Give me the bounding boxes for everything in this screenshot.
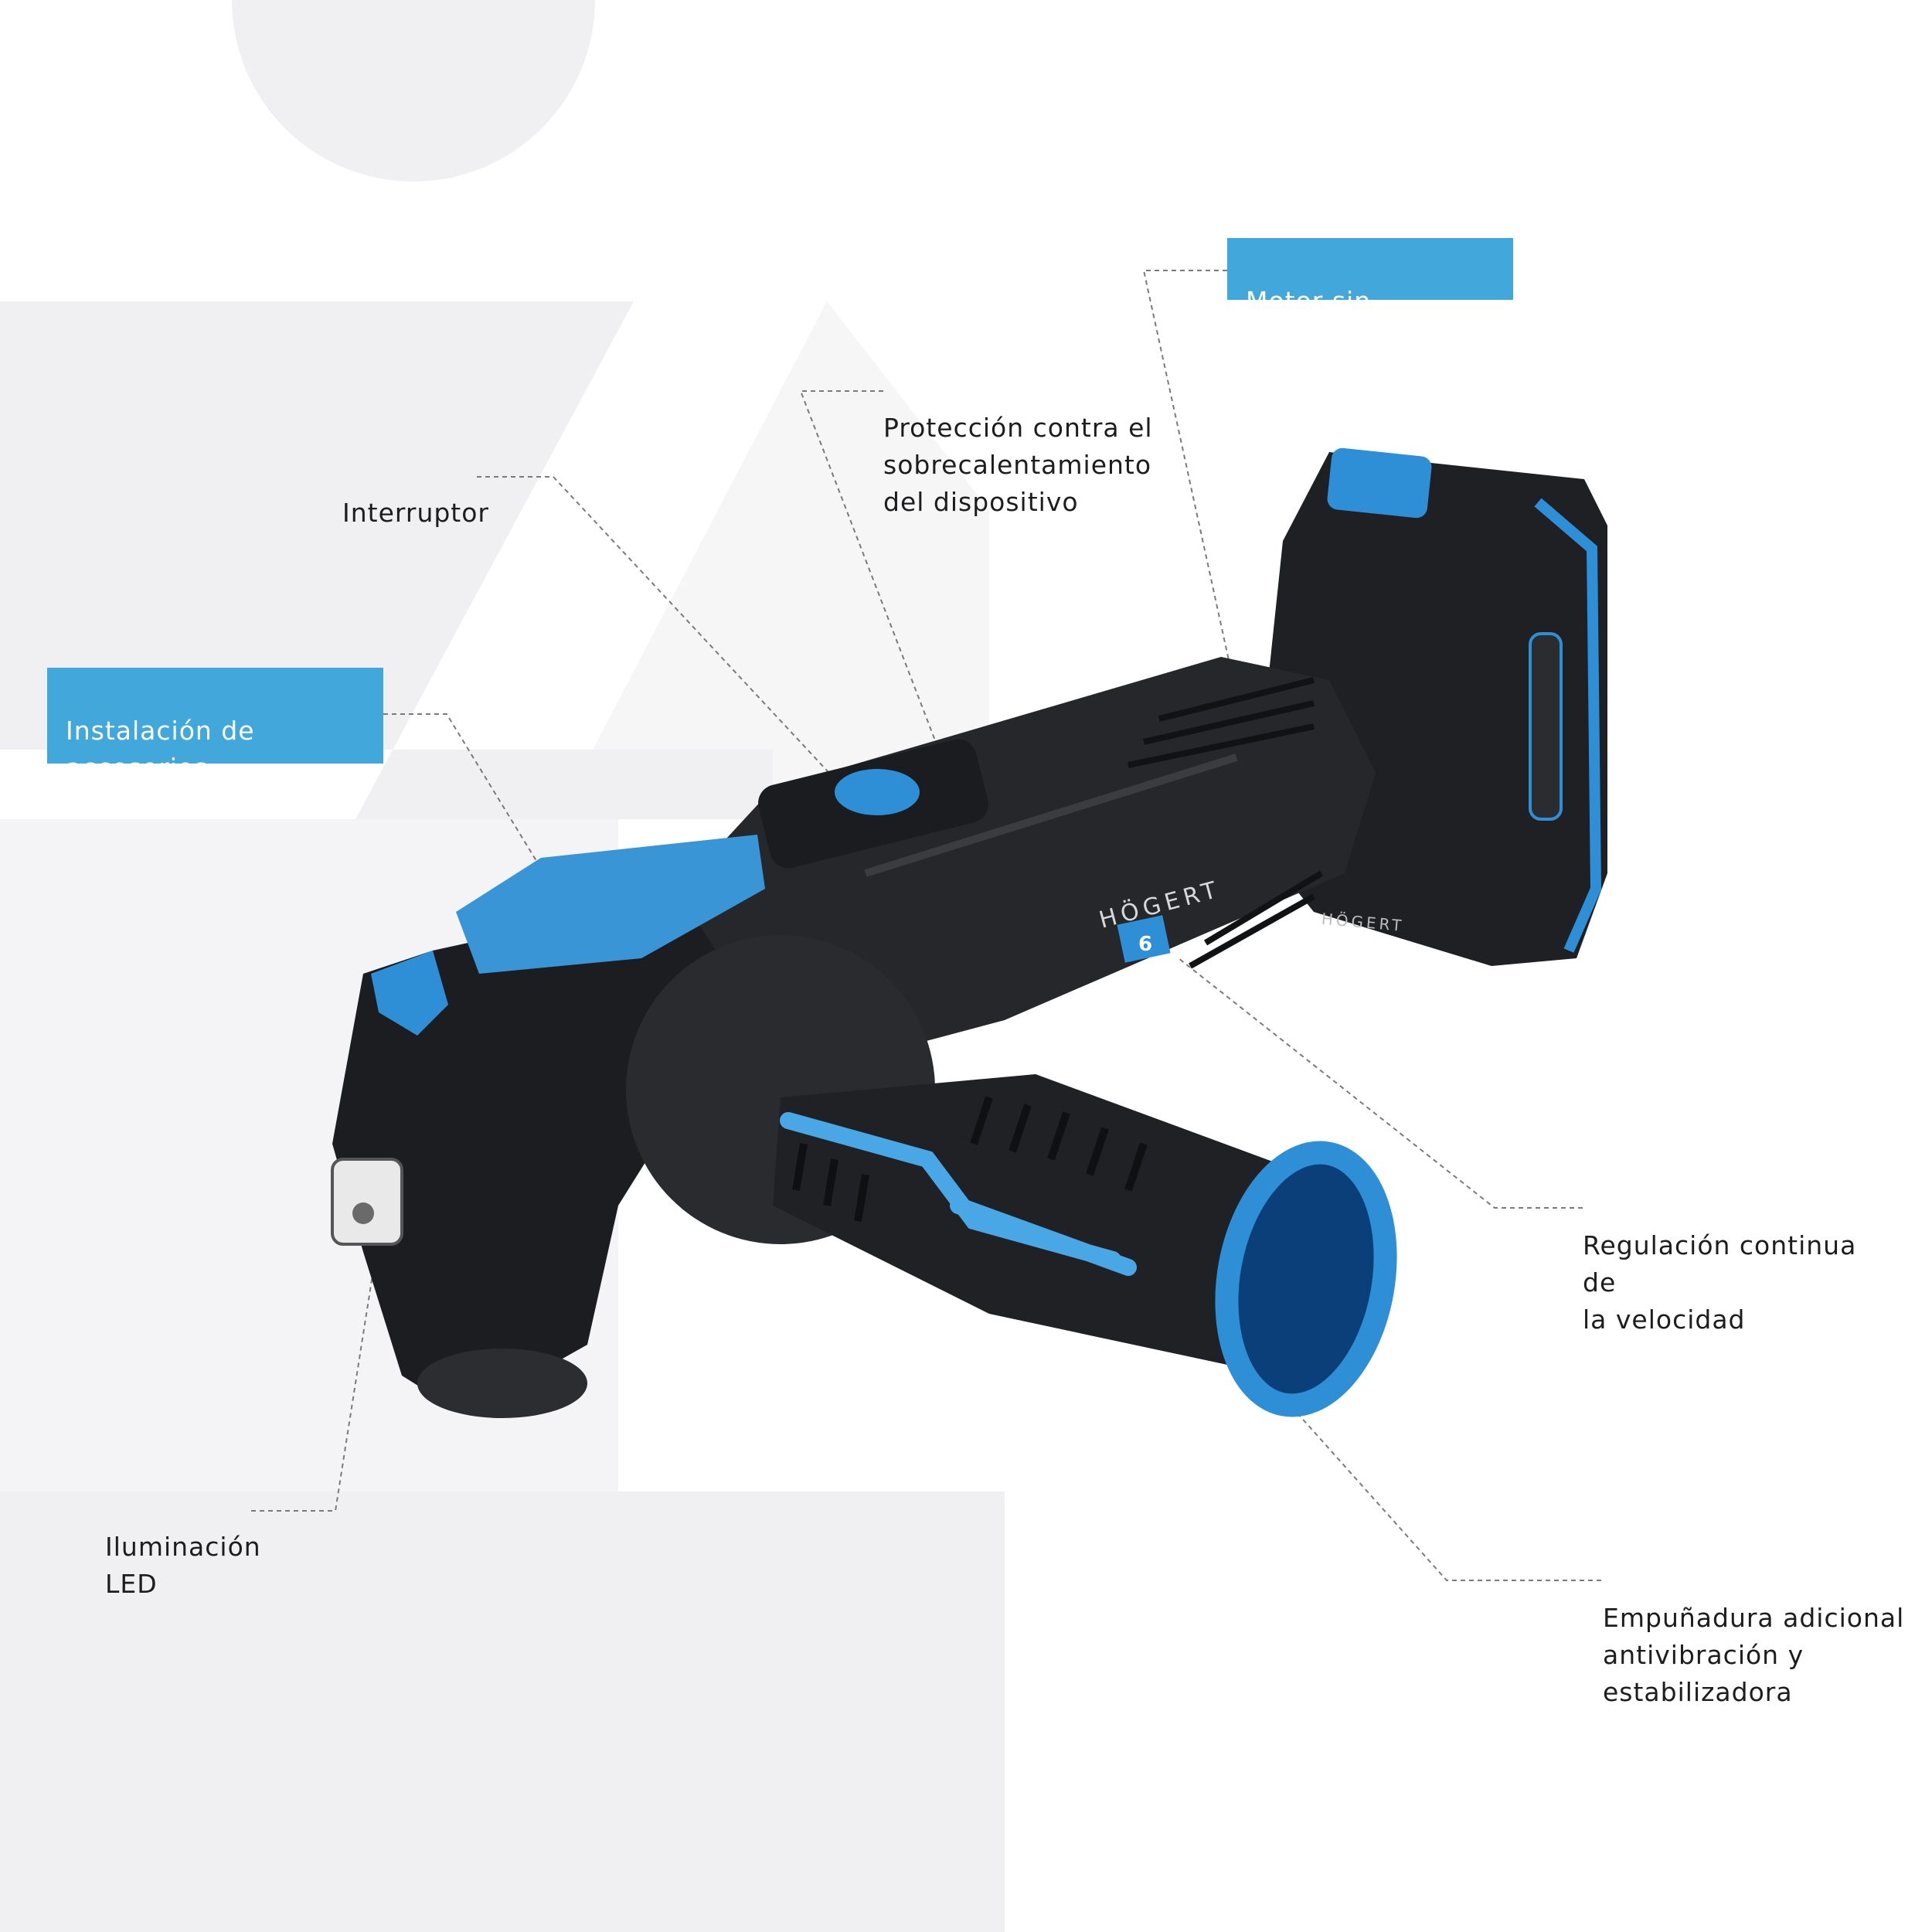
quick-release-lever	[456, 835, 765, 974]
leader-motor	[1142, 270, 1237, 696]
leader-speed	[1178, 957, 1583, 1209]
tool-head	[332, 896, 726, 1414]
handle-grip-lines	[792, 1096, 1148, 1222]
led-light	[331, 1158, 403, 1246]
callout-handle: Empuñadura adicional antivibración y est…	[1603, 1563, 1912, 1748]
switch-blue-button	[835, 769, 920, 815]
callout-speed-text: Regulación continua de la velocidad	[1583, 1230, 1857, 1335]
body-ridge	[864, 753, 1238, 877]
leader-lines	[251, 270, 1601, 1581]
callout-motor: Motor sin escobillas	[1227, 238, 1513, 353]
handle-end-cap	[1215, 1141, 1397, 1417]
callout-overheat: Protección contra el sobrecalentamiento …	[883, 372, 1162, 558]
bg-shape-bottom	[0, 1492, 1005, 1932]
bg-circle-top	[232, 0, 595, 182]
led-lens	[352, 1202, 374, 1224]
battery-indicator-strip	[1529, 632, 1563, 821]
callout-handle-text: Empuñadura adicional antivibración y est…	[1603, 1603, 1905, 1707]
callout-led-text: Iluminación LED	[105, 1532, 261, 1599]
bg-triangle	[556, 301, 989, 819]
leader-overheat	[799, 390, 951, 781]
callout-toolless-text: Instalación de accesorios sin herramient…	[66, 716, 294, 820]
quick-release-hinge	[371, 951, 448, 1036]
battery-release-button	[1327, 447, 1432, 519]
leader-toolless	[383, 713, 549, 882]
callout-switch: Interruptor	[342, 457, 490, 569]
callout-switch-text: Interruptor	[342, 498, 490, 528]
multitool: 6 HÖGERT HÖGERT	[331, 447, 1607, 1418]
callout-speed: Regulación continua de la velocidad	[1583, 1190, 1892, 1376]
speed-dial-value: 6	[1138, 933, 1152, 956]
leader-switch	[477, 476, 859, 804]
callout-overheat-text: Protección contra el sobrecalentamiento …	[883, 413, 1153, 517]
body-grip-lines	[1128, 677, 1324, 969]
handle-blue-accent	[780, 1112, 1137, 1276]
battery-blue-edge	[1534, 498, 1602, 953]
callout-led: Iluminación LED	[105, 1492, 260, 1640]
callout-toolless: Instalación de accesorios sin herramient…	[47, 668, 383, 820]
leader-handle	[1298, 1413, 1601, 1581]
speed-dial	[1117, 915, 1171, 963]
callout-motor-text: Motor sin escobillas	[1246, 286, 1379, 353]
leader-led	[251, 1274, 373, 1512]
oscillating-spindle	[417, 1349, 587, 1418]
